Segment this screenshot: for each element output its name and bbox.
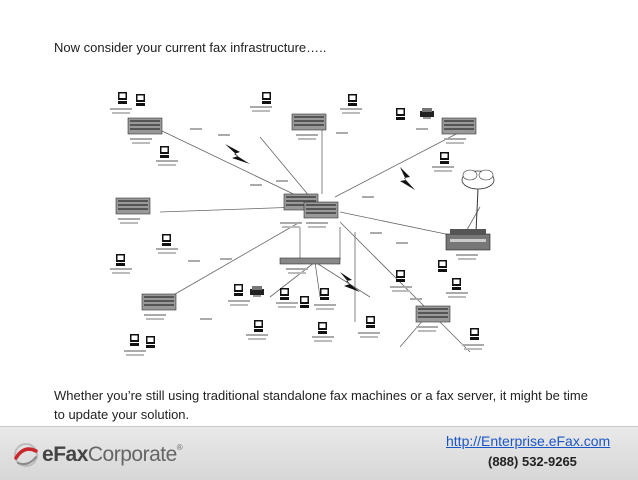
footer-bar: eFaxCorporate® http://Enterprise.eFax.co… (0, 426, 638, 480)
efax-corporate-logo: eFaxCorporate® (12, 441, 183, 469)
slide-caption: Whether you’re still using traditional s… (54, 388, 588, 422)
fax-network-diagram (110, 92, 495, 356)
logo-fax: Fax (53, 443, 88, 466)
logo-corporate: Corporate (87, 443, 177, 466)
logo-wordmark: eFaxCorporate® (42, 443, 183, 466)
efax-swirl-icon (14, 443, 38, 467)
enterprise-link[interactable]: http://Enterprise.eFax.com (446, 433, 611, 449)
phone-number: (888) 532-9265 (488, 454, 577, 469)
building-icon (445, 229, 491, 260)
cloud-icon (461, 169, 495, 190)
logo-e: e (42, 443, 54, 466)
slide-heading: Now consider your current fax infrastruc… (54, 40, 327, 55)
